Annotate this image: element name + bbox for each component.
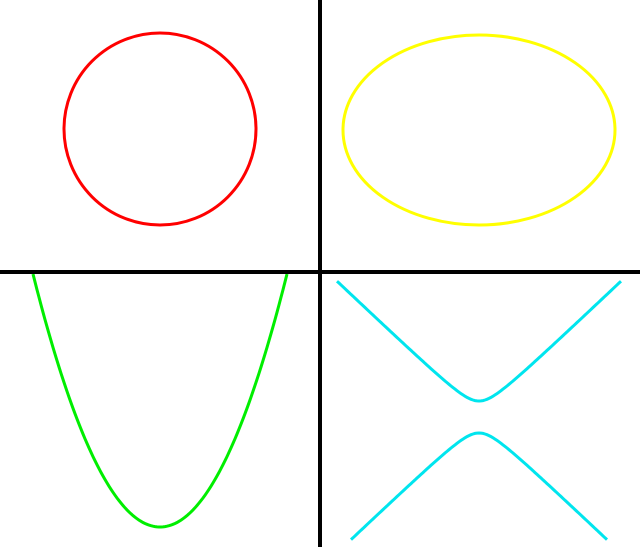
red-circle [62, 31, 258, 227]
green-parabola [31, 273, 289, 529]
cyan-hyperbola-lower-branch [349, 431, 609, 541]
panel-ellipse [341, 33, 617, 227]
panel-parabola [31, 273, 289, 529]
yellow-ellipse [341, 33, 617, 227]
panel-hyperbola [335, 280, 623, 541]
panel-circle [62, 31, 258, 227]
cyan-hyperbola-upper-branch [335, 280, 623, 403]
